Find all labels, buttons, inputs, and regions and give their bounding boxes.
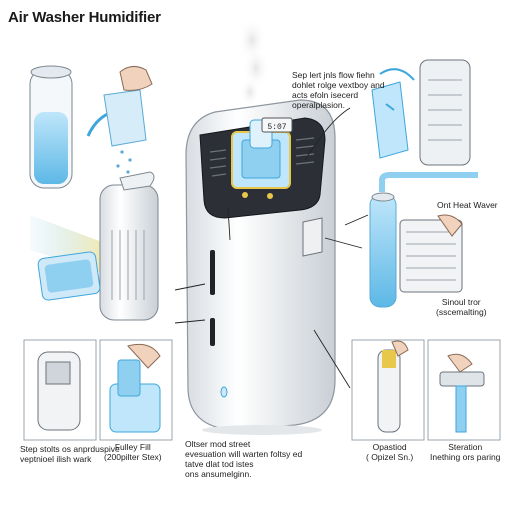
bottom-panel-3 bbox=[351, 339, 425, 441]
label-bottom-right-a: Opastiod ( Opizel Sn.) bbox=[366, 442, 414, 462]
water-tank-icon bbox=[29, 65, 118, 189]
steam-icon bbox=[238, 18, 269, 106]
main-humidifier: 5:07 bbox=[185, 99, 336, 435]
fan-icon bbox=[399, 214, 463, 293]
bottom-panel-4 bbox=[427, 339, 501, 441]
bottom-panel-2 bbox=[99, 339, 173, 441]
label-top-right: Sep lert jnls flow fiehn dohlet rolge ve… bbox=[292, 70, 385, 110]
label-bottom-right-b: Steration Inething ors paring bbox=[430, 442, 501, 462]
label-bottom-left: Step stolts os anprduspive veptnioel ili… bbox=[20, 444, 120, 464]
side-unit bbox=[30, 171, 159, 321]
label-center-bottom: Oltser mod street evesuation will warten… bbox=[185, 439, 303, 479]
display-readout: 5:07 bbox=[267, 123, 286, 132]
pipe-icon bbox=[369, 172, 478, 308]
label-right-mid: Ont Heat Waver bbox=[437, 200, 498, 210]
bottom-panel-1 bbox=[23, 339, 97, 441]
label-right-lower: Sinoul tror (sscemalting) bbox=[436, 297, 487, 317]
pointer-lines bbox=[174, 107, 369, 389]
filter-icon bbox=[371, 59, 471, 166]
page-title: Air Washer Humidifier bbox=[8, 9, 161, 26]
hand-icon bbox=[103, 66, 153, 174]
label-bottom-fill: Fulley Fill (200pilter Stex) bbox=[104, 442, 162, 462]
